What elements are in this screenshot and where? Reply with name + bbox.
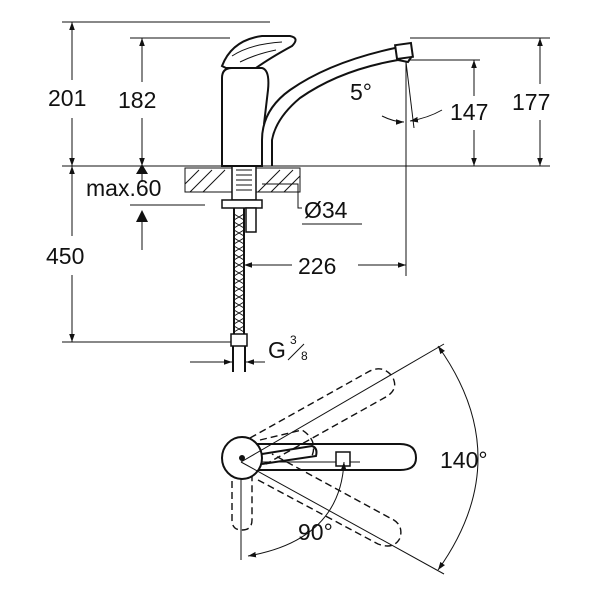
label-spout-reach: 226: [298, 253, 336, 279]
swivel-angle-arc: [437, 345, 479, 571]
label-spout-angle: 5°: [350, 79, 372, 105]
label-thread: G 3 8: [268, 333, 308, 363]
leader-diameter: [262, 183, 302, 209]
lever-angle-arc: [247, 461, 347, 558]
top-view: 140° 90°: [221, 343, 488, 575]
label-hose-length: 450: [46, 243, 84, 269]
faucet-body: [220, 35, 415, 167]
swivel-position-lower: [257, 453, 402, 547]
swivel-limit-lower: [240, 461, 445, 575]
label-total-height: 201: [48, 85, 86, 111]
label-thread-den: 8: [301, 349, 308, 363]
lever-position-upper-dashed: [259, 429, 315, 457]
dim-arrow-max60: [136, 210, 148, 222]
label-spout-top-height: 182: [118, 87, 156, 113]
spout-angle-line: [405, 61, 415, 129]
label-lever-top-height: 177: [512, 89, 550, 115]
mounting-stud: [221, 165, 263, 233]
angle-arc-5-left: [381, 115, 405, 125]
label-lever-angle: 90°: [298, 519, 333, 545]
label-max-thickness: max.60: [86, 175, 161, 201]
label-hole-diameter: Ø34: [304, 197, 348, 223]
angle-arc-5-right: [409, 109, 443, 123]
side-view: 201 182 5° 147 177 max.60 Ø34 450 226 G …: [46, 21, 550, 372]
thread-fraction-bar: [287, 343, 305, 361]
swivel-limit-upper: [240, 343, 445, 463]
label-thread-main: G: [268, 337, 286, 363]
label-thread-num: 3: [290, 333, 297, 347]
label-outlet-height: 147: [450, 99, 488, 125]
swivel-position-upper: [249, 368, 396, 465]
flexible-hose: [230, 208, 248, 372]
dim-arrow-max60-top: [136, 164, 148, 174]
top-spout: [246, 443, 418, 471]
label-swivel-angle: 140°: [440, 447, 488, 473]
